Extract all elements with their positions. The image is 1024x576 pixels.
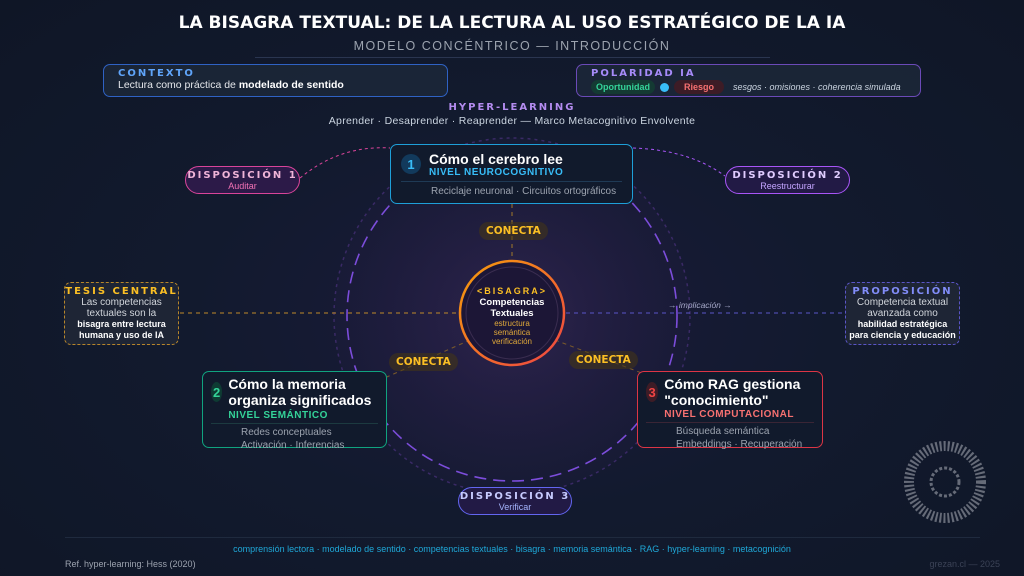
card-title: Cómo RAG gestiona "conocimiento" [664, 376, 801, 408]
bidirectional-icon [660, 82, 669, 92]
hyper-learning-label: HYPER-LEARNING [448, 102, 576, 113]
card-level: NIVEL NEUROCOGNITIVO [429, 167, 564, 178]
card-number: 1 [401, 154, 421, 174]
context-box: CONTEXTO Lectura como práctica de modela… [103, 64, 448, 97]
thesis-bold: bisagra entre lectura [77, 319, 166, 329]
disposition-label: DISPOSICIÓN 2 [732, 170, 843, 181]
proposition-bold: habilidad estratégica [857, 319, 948, 329]
footer-reference: Ref. hyper-learning: Hess (2020) [65, 559, 196, 569]
footer-divider [65, 537, 980, 538]
page-title: LA BISAGRA TEXTUAL: DE LA LECTURA AL USO… [178, 13, 846, 33]
card-title: Cómo la memoria organiza significados [228, 376, 372, 408]
card-computational: 3 Cómo RAG gestiona "conocimiento" NIVEL… [637, 371, 823, 450]
footer-keywords: comprensión lectora · modelado de sentid… [233, 544, 791, 554]
disposition-1: DISPOSICIÓN 1 Auditar [185, 166, 300, 194]
risk-note: sesgos · omisiones · coherencia simulada [733, 82, 901, 92]
context-label: CONTEXTO [118, 68, 195, 79]
card-number: 2 [211, 382, 223, 402]
disposition-label: DISPOSICIÓN 1 [187, 170, 298, 181]
hinge-circle [458, 259, 566, 367]
logo-seal [904, 441, 986, 523]
hinge-title-1: Competencias [479, 297, 545, 308]
card-description: Reciclaje neuronal · Circuitos ortográfi… [431, 186, 617, 197]
title-divider [255, 57, 770, 58]
proposition-box: PROPOSICIÓN Competencia textual avanzada… [845, 282, 960, 345]
risk-badge: Riesgo [674, 80, 725, 94]
central-thesis-box: TESIS CENTRAL Las competencias textuales… [64, 282, 179, 345]
card-semantic: 2 Cómo la memoria organiza significados … [202, 371, 387, 451]
thesis-text: textuales son la [86, 308, 157, 319]
disposition-sub: Reestructurar [760, 181, 815, 191]
hinge-item: estructura [494, 319, 530, 328]
disposition-2: DISPOSICIÓN 2 Reestructurar [725, 166, 850, 194]
card-neurocognitive: 1 Cómo el cerebro lee NIVEL NEUROCOGNITI… [390, 144, 633, 204]
thesis-bold: humana y uso de IA [78, 330, 165, 340]
proposition-text: avanzada como [867, 308, 938, 319]
card-level: NIVEL COMPUTACIONAL [664, 409, 794, 420]
disposition-sub: Auditar [228, 181, 257, 191]
context-bold: modelado de sentido [238, 79, 344, 91]
opportunity-badge: Oportunidad [591, 80, 655, 94]
card-title: Cómo el cerebro lee [429, 151, 563, 167]
connects-label-right: CONECTA [569, 351, 638, 369]
hyper-learning-ring [346, 150, 678, 482]
card-number: 3 [646, 382, 659, 402]
card-description: Redes conceptuales [241, 427, 332, 438]
card-description: Búsqueda semántica [676, 426, 770, 437]
polarity-label: POLARIDAD IA [591, 68, 696, 79]
hyper-learning-text: Aprender · Desaprender · Reaprender — Ma… [328, 115, 696, 127]
hinge-item: semántica [493, 328, 531, 337]
hinge-title-2: Textuales [490, 308, 534, 319]
hinge-label: <BISAGRA> [476, 286, 547, 296]
ai-polarity-box: POLARIDAD IA Oportunidad Riesgo sesgos ·… [576, 64, 921, 97]
context-text: Lectura como práctica de [118, 79, 239, 91]
card-level: NIVEL SEMÁNTICO [228, 410, 328, 421]
card-description: Embeddings · Recuperación [676, 439, 803, 450]
proposition-text: Competencia textual [856, 297, 949, 308]
disposition-label: DISPOSICIÓN 3 [459, 491, 571, 502]
card-description: Activación · Inferencias [241, 440, 345, 451]
hinge-item: verificación [491, 337, 532, 346]
page-subtitle: MODELO CONCÉNTRICO — INTRODUCCIÓN [353, 39, 671, 53]
footer-credit: grezan.cl — 2025 [929, 559, 1000, 569]
disposition-3: DISPOSICIÓN 3 Verificar [458, 487, 572, 515]
implication-label: → implicación → [668, 300, 732, 310]
proposition-bold: para ciencia y educación [849, 330, 956, 340]
hinge-center: <BISAGRA> Competencias Textuales estruct… [460, 286, 564, 346]
thesis-label: TESIS CENTRAL [65, 286, 178, 297]
proposition-label: PROPOSICIÓN [852, 286, 953, 297]
connects-label-left: CONECTA [389, 353, 458, 371]
thesis-text: Las competencias [81, 297, 162, 308]
disposition-sub: Verificar [498, 502, 532, 512]
connects-label-top: CONECTA [479, 222, 548, 240]
